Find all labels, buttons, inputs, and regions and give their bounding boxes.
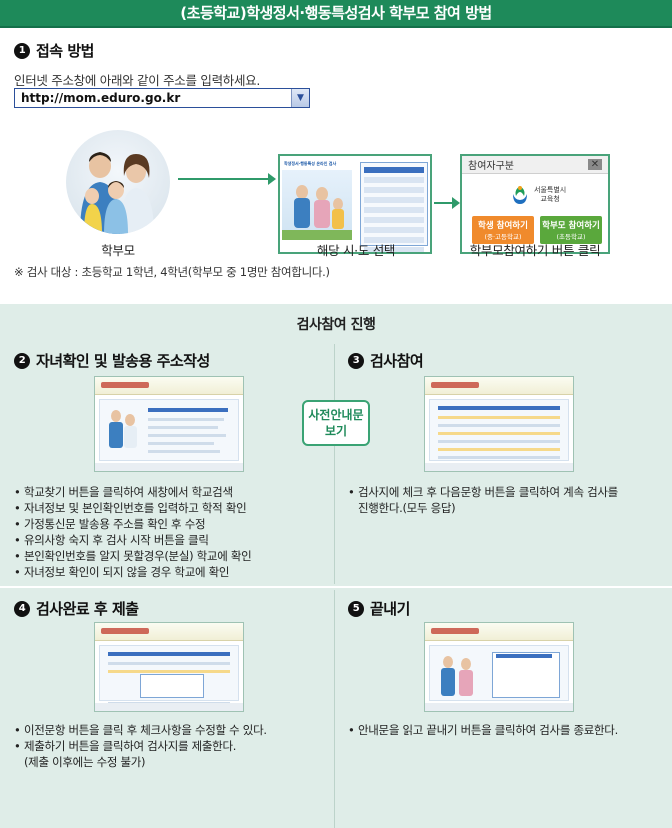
list-item: 가정통신문 발송용 주소를 확인 후 수정 — [14, 516, 330, 532]
step1-heading: 1 접속 방법 — [14, 40, 94, 61]
step3-list: 검사지에 체크 후 다음문항 버튼을 클릭하여 계속 검사를 진행한다.(모두 … — [348, 484, 664, 516]
step-number: 1 — [14, 42, 30, 59]
step-title: 자녀확인 및 발송용 주소작성 — [36, 352, 210, 370]
divider — [334, 590, 335, 828]
site-screenshot: 학생정서·행동특성 온라인 검사 — [278, 154, 432, 254]
close-icon[interactable]: ✕ — [588, 159, 602, 170]
family-photo — [66, 130, 170, 234]
target-note: ※ 검사 대상 : 초등학교 1학년, 4학년(학부모 중 1명만 참여합니다.… — [14, 265, 330, 279]
step-number: 2 — [14, 352, 30, 369]
list-item: 유의사항 숙지 후 검사 시작 버튼을 클릭 — [14, 532, 330, 548]
url-text: http://mom.eduro.go.kr — [21, 91, 181, 105]
step4-list: 이전문항 버튼을 클릭 후 체크사항을 수정할 수 있다. 제출하기 버튼을 클… — [14, 722, 330, 770]
divider — [334, 344, 335, 584]
list-item: 자녀정보 확인이 되지 않을 경우 학교에 확인 — [14, 564, 330, 580]
step1-section: 1 접속 방법 인터넷 주소창에 아래와 같이 주소를 입력하세요. http:… — [0, 28, 672, 304]
step3-heading: 3 검사참여 — [348, 350, 424, 371]
list-item: 제출하기 버튼을 클릭하여 검사지를 제출한다. — [14, 738, 330, 754]
preview-notice-button[interactable]: 사전안내문 보기 — [302, 400, 370, 446]
dialog-title: 참여자구분 — [468, 161, 514, 172]
label-click-parent: 학부모참여하기 버튼 클릭 — [469, 243, 601, 258]
step5-list: 안내문을 읽고 끝내기 버튼을 클릭하여 검사를 종료한다. — [348, 722, 664, 738]
region-select-panel — [360, 162, 428, 252]
list-item: 자녀정보 및 본인확인번호를 입력하고 학적 확인 — [14, 500, 330, 516]
list-item: 학교찾기 버튼을 클릭하여 새창에서 학교검색 — [14, 484, 330, 500]
list-item: 안내문을 읽고 끝내기 버튼을 클릭하여 검사를 종료한다. — [348, 722, 664, 738]
label-parent: 학부모 — [101, 243, 135, 258]
step-number: 5 — [348, 600, 364, 617]
site-photo — [282, 170, 352, 240]
list-item-continuation: (제출 이후에는 수정 불가) — [24, 755, 146, 769]
step4-screenshot — [94, 622, 244, 712]
dropdown-arrow-icon[interactable]: ▼ — [291, 89, 309, 107]
address-bar[interactable]: http://mom.eduro.go.kr ▼ — [14, 88, 310, 108]
arrow-icon — [178, 173, 276, 185]
label-select-region: 해당 시·도 선택 — [316, 243, 396, 258]
dialog-titlebar: 참여자구분 ✕ — [462, 156, 608, 174]
page-title: (초등학교)학생정서·행동특성검사 학부모 참여 방법 — [180, 4, 492, 22]
step2-heading: 2 자녀확인 및 발송용 주소작성 — [14, 350, 210, 371]
divider — [0, 586, 672, 588]
step-title: 접속 방법 — [36, 42, 94, 60]
list-item: 본인확인번호를 알지 못할경우(분실) 학교에 확인 — [14, 548, 330, 564]
title-bar: (초등학교)학생정서·행동특성검사 학부모 참여 방법 — [0, 0, 672, 28]
list-item: 이전문항 버튼을 클릭 후 체크사항을 수정할 수 있다. — [14, 722, 330, 738]
step4-heading: 4 검사완료 후 제출 — [14, 598, 139, 619]
step5-screenshot — [424, 622, 574, 712]
step-title: 끝내기 — [370, 600, 410, 618]
step2-screenshot — [94, 376, 244, 472]
step1-description: 인터넷 주소창에 아래와 같이 주소를 입력하세요. — [14, 73, 261, 88]
site-title-graphic: 학생정서·행동특성 온라인 검사 — [284, 161, 337, 166]
step-number: 4 — [14, 600, 30, 617]
parent-participate-button[interactable]: 학부모 참여하기 (초등학교) — [540, 216, 602, 244]
step3-screenshot — [424, 376, 574, 472]
section-title: 검사참여 진행 — [296, 317, 376, 333]
step5-heading: 5 끝내기 — [348, 598, 410, 619]
step-title: 검사참여 — [370, 352, 424, 370]
list-item: 검사지에 체크 후 다음문항 버튼을 클릭하여 계속 검사를 — [348, 484, 664, 500]
progress-section: 검사참여 진행 2 자녀확인 및 발송용 주소작성 사전안내문 보기 — [0, 304, 672, 828]
step-number: 3 — [348, 352, 364, 369]
step2-list: 학교찾기 버튼을 클릭하여 새창에서 학교검색 자녀정보 및 본인확인번호를 입… — [14, 484, 330, 580]
seoul-logo-icon — [513, 186, 527, 204]
step-title: 검사완료 후 제출 — [36, 600, 139, 618]
arrow-icon — [434, 197, 460, 209]
student-participate-button[interactable]: 학생 참여하기 (중·고등학교) — [472, 216, 534, 244]
list-item-continuation: 진행한다.(모두 응답) — [358, 501, 456, 515]
